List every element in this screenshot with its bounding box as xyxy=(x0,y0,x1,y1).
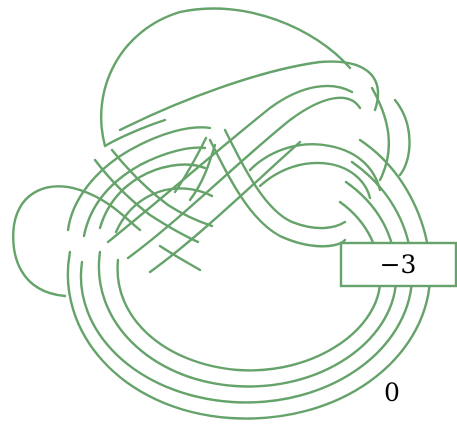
knot-strand-diagonal-band-1 xyxy=(120,62,378,130)
knot-strand-top-loop-right xyxy=(372,88,389,180)
knot-strand-top-loop-right-outer xyxy=(395,100,410,175)
framing-label: 0 xyxy=(384,378,400,407)
twist-box-label: −3 xyxy=(380,250,417,279)
knot-strand-inner-arc-4 xyxy=(260,163,370,198)
knot-strand-top-loop xyxy=(101,9,350,146)
knot-strand-inner-arc-1 xyxy=(210,140,345,246)
